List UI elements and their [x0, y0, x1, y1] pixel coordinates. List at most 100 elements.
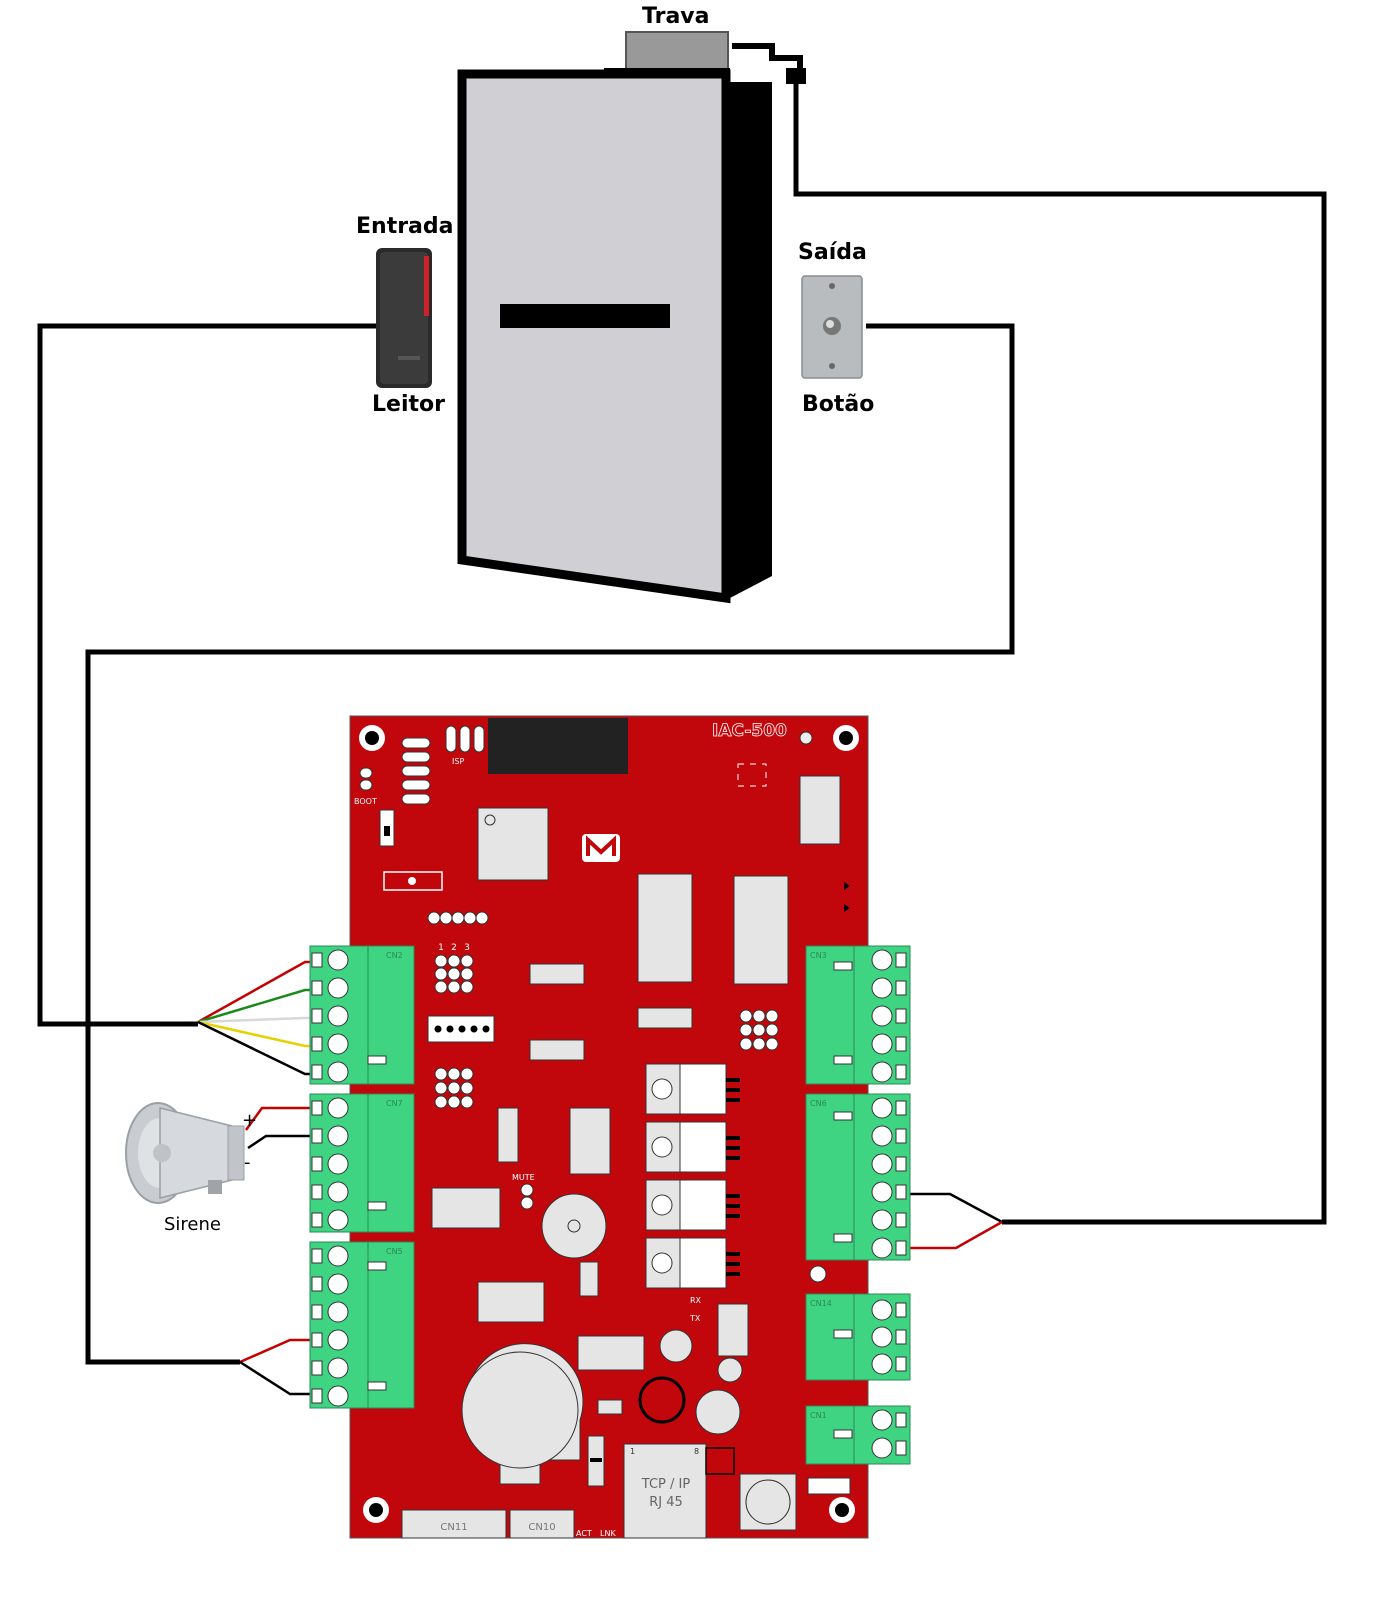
exit-label: Saída [798, 240, 867, 265]
board-model: IAC-500 [712, 721, 787, 741]
terminal-slot [311, 1156, 323, 1172]
lock-device [604, 31, 730, 78]
door-handle [500, 304, 670, 328]
terminal-slot [895, 1240, 907, 1256]
terminal-screw [871, 1353, 893, 1375]
terminal-screw [871, 949, 893, 971]
cn10-connector [509, 1509, 575, 1539]
terminal-slot [895, 1412, 907, 1428]
terminal-slot [895, 1128, 907, 1144]
terminal-slot [895, 1440, 907, 1456]
exit-button-icon [801, 275, 863, 379]
terminal-screw [871, 977, 893, 999]
cn2-pins [311, 949, 349, 1083]
terminal-slot [895, 1036, 907, 1052]
terminal-screw [327, 1385, 349, 1407]
lock-fanout [906, 1192, 1003, 1250]
cn5-label: CN5 [386, 1247, 403, 1256]
mcu-chip [477, 807, 549, 881]
isp-header [445, 725, 485, 753]
reader-wire [37, 323, 380, 1027]
ethernet-port [623, 1443, 707, 1539]
terminal-slot [311, 1036, 323, 1052]
jumper-grid-1 [434, 954, 474, 994]
cn2-label: CN2 [386, 951, 403, 960]
battery-holder [461, 1343, 584, 1485]
siren-plus-label: + [242, 1110, 257, 1131]
terminal-screw [871, 1097, 893, 1119]
terminal-screw [327, 977, 349, 999]
terminal-cn7 [309, 1093, 415, 1233]
terminal-screw [327, 1209, 349, 1231]
lock-plate [604, 68, 730, 78]
terminal-slot [895, 1156, 907, 1172]
lock-cable-clip [786, 68, 806, 84]
terminal-screw [871, 1005, 893, 1027]
mute-label: MUTE [512, 1173, 535, 1182]
eeprom-chip [799, 775, 841, 845]
cn14-pins [871, 1299, 907, 1375]
terminal-screw [327, 1357, 349, 1379]
ethernet-pin-first: 1 [630, 1447, 635, 1456]
cn10-label: CN10 [528, 1522, 555, 1533]
ethernet-pin-last: 8 [694, 1447, 699, 1456]
terminal-screw [871, 1125, 893, 1147]
jumper-number-1: 1 [438, 943, 444, 953]
boot-label: BOOT [354, 797, 377, 806]
terminal-slot [895, 1356, 907, 1372]
terminal-slot [311, 1304, 323, 1320]
terminal-screw [871, 1237, 893, 1259]
door-frame-side [730, 82, 772, 598]
terminal-slot [895, 1100, 907, 1116]
side-header [401, 737, 431, 805]
terminal-slot [311, 1100, 323, 1116]
reader-label: Leitor [372, 392, 445, 417]
siren-label: Sirene [164, 1214, 221, 1235]
cn3-label: CN3 [810, 951, 827, 960]
cn6-pins [871, 1097, 907, 1259]
terminal-slot [311, 1184, 323, 1200]
boot-jumper [359, 767, 373, 791]
jumper-number-3: 3 [464, 943, 470, 953]
button-label: Botão [802, 392, 875, 417]
relay-1 [637, 873, 693, 983]
terminal-screw [871, 1437, 893, 1459]
siren-minus-label: - [244, 1152, 251, 1173]
terminal-screw [871, 1209, 893, 1231]
cn1-pins [871, 1409, 907, 1459]
pin-row [427, 911, 489, 925]
terminal-screw [327, 1301, 349, 1323]
cn11-connector [401, 1509, 507, 1539]
terminal-screw [871, 1061, 893, 1083]
terminal-screw [327, 1033, 349, 1055]
terminal-screw [871, 1033, 893, 1055]
terminal-slot [311, 1064, 323, 1080]
lnk-led-label: LNK [600, 1529, 616, 1538]
terminal-screw [327, 1245, 349, 1267]
terminal-slot [895, 1329, 907, 1345]
terminal-cn5 [309, 1241, 415, 1409]
button-wire [85, 323, 1015, 1365]
terminal-screw [871, 1299, 893, 1321]
jumper-grid-3 [434, 1067, 474, 1109]
terminal-slot [895, 1064, 907, 1080]
terminal-screw [871, 1409, 893, 1431]
act-led-label: ACT [576, 1529, 592, 1538]
wires [37, 43, 1327, 1365]
terminal-screw [871, 1153, 893, 1175]
siren-wire-plus [244, 1106, 322, 1131]
cn7-label: CN7 [386, 1099, 403, 1108]
isp-label: ISP [452, 757, 464, 766]
board-display-chip [488, 718, 628, 774]
lock-body [625, 31, 729, 71]
terminal-cn2 [309, 945, 415, 1085]
jumper-number-2: 2 [451, 943, 457, 953]
lock-wire [793, 80, 1327, 1225]
terminal-screw [327, 1329, 349, 1351]
terminal-slot [895, 1212, 907, 1228]
ethernet-label-2: RJ 45 [649, 1495, 683, 1510]
terminal-screw [871, 1326, 893, 1348]
terminal-slot [311, 1360, 323, 1376]
terminal-slot [311, 1248, 323, 1264]
terminal-slot [311, 1212, 323, 1228]
